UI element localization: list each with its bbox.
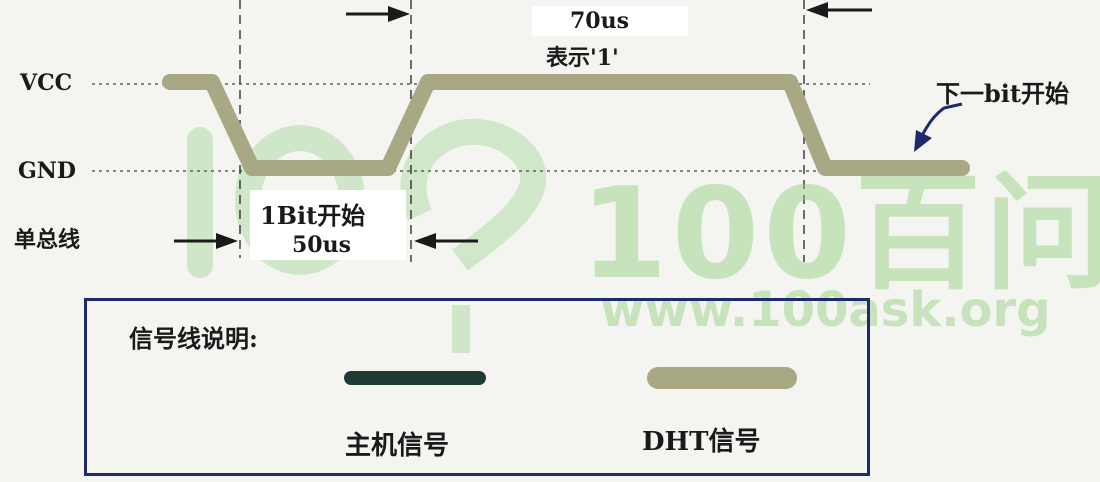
- low-duration-label: 50us: [292, 232, 351, 258]
- next-bit-arrow: [914, 102, 963, 152]
- dht-signal-label: DHT信号: [642, 427, 761, 457]
- bottom-label-background: [250, 190, 406, 260]
- watermark-url: www.100ask.org: [600, 282, 1051, 338]
- watermark-logo: [187, 119, 547, 353]
- top-label-background: [532, 6, 688, 36]
- watermark-logo-text: 100百问网: [580, 160, 1100, 307]
- high-meaning-label: 表示'1': [546, 45, 619, 71]
- host-signal-label: 主机信号: [345, 431, 450, 461]
- arrow-top-right: [806, 2, 872, 18]
- host-signal-swatch: [344, 371, 486, 385]
- dht-signal-swatch: [647, 367, 797, 389]
- legend-box: 信号线说明: 主机信号 DHT信号: [84, 298, 870, 476]
- legend-title: 信号线说明:: [129, 324, 258, 353]
- arrow-bottom-right: [414, 233, 478, 249]
- single-bus-label: 单总线: [14, 227, 81, 253]
- high-duration-label: 70us: [570, 8, 629, 34]
- arrow-bottom-left: [174, 233, 238, 249]
- gnd-label: GND: [18, 158, 76, 184]
- vcc-label: VCC: [20, 70, 73, 96]
- bit-start-label: 1Bit开始: [260, 201, 366, 230]
- arrow-top-left: [346, 6, 410, 22]
- next-bit-label: 下一bit开始: [936, 79, 1069, 108]
- dht-signal-waveform: [162, 74, 970, 176]
